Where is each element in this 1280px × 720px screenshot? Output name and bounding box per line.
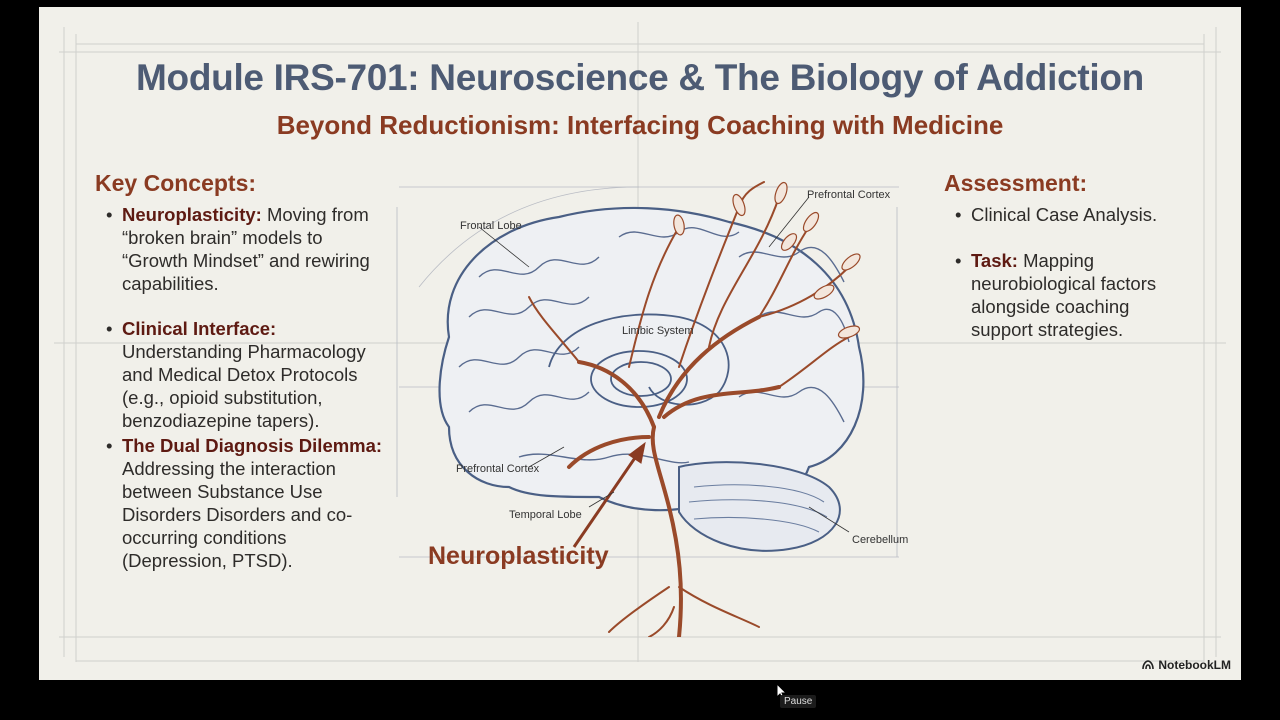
bullet-text: Moving from “broken brain” models to “Gr…	[122, 204, 370, 294]
notebooklm-logo: NotebookLM	[1142, 658, 1231, 672]
key-concepts-heading: Key Concepts:	[95, 170, 257, 196]
bullet-text: Clinical Case Analysis.	[971, 204, 1158, 225]
bullet-bold: The Dual Diagnosis Dilemma:	[122, 435, 383, 456]
label-prefrontal-top: Prefrontal Cortex	[807, 189, 891, 201]
list-item: Neuroplasticity: Moving from “broken bra…	[95, 203, 385, 295]
brain-outline	[438, 206, 865, 512]
bullet-text: Mapping neurobiological factors alongsid…	[971, 250, 1157, 340]
cerebellum-shape	[678, 461, 841, 552]
bullet-bold: Task:	[971, 250, 1018, 271]
slide-title: Module IRS-701: Neuroscience & The Biolo…	[136, 57, 1144, 98]
brain-diagram: Frontal Lobe Prefrontal Cortex Limbic Sy…	[396, 181, 908, 637]
list-item: The Dual Diagnosis Dilemma: Addressing t…	[95, 434, 385, 572]
bullet-text: Understanding Pharmacology and Medical D…	[122, 341, 366, 431]
notebooklm-icon	[1142, 660, 1155, 670]
label-limbic: Limbic System	[622, 325, 694, 337]
neural-tree	[567, 315, 781, 637]
slide: Module IRS-701: Neuroscience & The Biolo…	[39, 7, 1241, 680]
list-item: Clinical Interface: Understanding Pharma…	[95, 317, 385, 432]
assessment-heading: Assessment:	[944, 170, 1088, 196]
brand-text: NotebookLM	[1158, 658, 1231, 672]
bullet-bold: Neuroplasticity:	[122, 204, 262, 225]
label-cerebellum: Cerebellum	[852, 534, 908, 546]
label-temporal: Temporal Lobe	[509, 509, 582, 521]
slide-subtitle: Beyond Reductionism: Interfacing Coachin…	[276, 110, 1004, 140]
callout-arrow	[572, 441, 646, 548]
assessment-list: Clinical Case Analysis. Task: Mapping ne…	[944, 203, 1194, 341]
label-prefrontal-left: Prefrontal Cortex	[456, 463, 540, 475]
pause-tooltip: Pause	[780, 695, 817, 708]
neuroplasticity-callout: Neuroplasticity	[428, 542, 609, 570]
label-frontal-lobe: Frontal Lobe	[460, 220, 522, 232]
list-item: Task: Mapping neurobiological factors al…	[944, 249, 1194, 341]
list-item: Clinical Case Analysis.	[944, 203, 1194, 226]
key-concepts-list: Neuroplasticity: Moving from “broken bra…	[95, 203, 385, 572]
bullet-bold: Clinical Interface:	[122, 318, 277, 339]
bullet-text: Addressing the interaction between Subst…	[122, 458, 353, 571]
